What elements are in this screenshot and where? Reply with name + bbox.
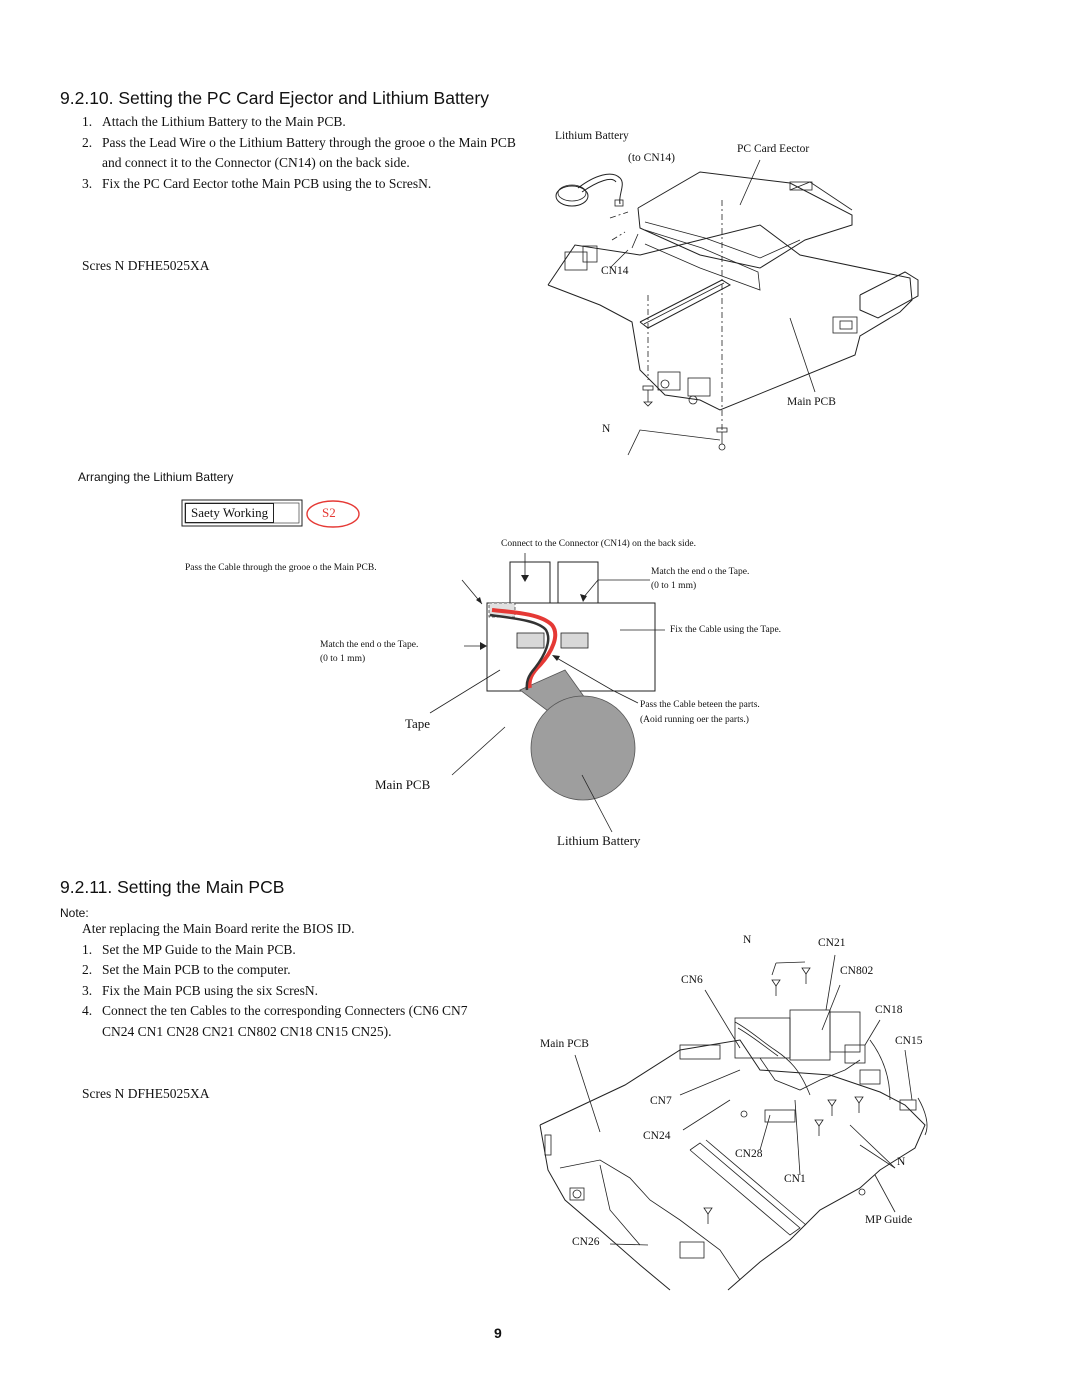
steps-list-1: 1.Attach the Lithium Battery to the Main… <box>82 112 522 194</box>
fig2-label-cn21: CN21 <box>818 937 846 949</box>
fig1-label-cn14: CN14 <box>601 265 629 277</box>
callout-fix-cable: Fix the Cable using the Tape. <box>670 625 782 635</box>
callout-main-pcb: Main PCB <box>375 777 431 792</box>
safety-code: S2 <box>322 505 336 520</box>
step-item: 2.Pass the Lead Wire o the Lithium Batte… <box>82 134 516 171</box>
fig1-label-pc-card-ejector: PC Card Eector <box>737 143 810 155</box>
step-item: 1.Set the MP Guide to the Main PCB. <box>82 941 296 957</box>
note-text: Ater replacing the Main Board rerite the… <box>82 921 355 936</box>
fig1-label-n: N <box>602 423 611 435</box>
fig2-label-n-right: N <box>897 1156 906 1168</box>
step-item: 1.Attach the Lithium Battery to the Main… <box>82 114 346 129</box>
step-item: 3.Fix the PC Card Eector tothe Main PCB … <box>82 175 432 191</box>
note-label: Note: <box>60 906 89 920</box>
fig2-label-cn6: CN6 <box>681 974 703 986</box>
step-item: 4.Connect the ten Cables to the correspo… <box>82 1003 468 1039</box>
callout-pass-between-1: Pass the Cable beteen the parts. <box>640 700 760 710</box>
steps-list-2: Ater replacing the Main Board rerite the… <box>82 919 522 1042</box>
step-item: 3.Fix the Main PCB using the six ScresN. <box>82 982 319 998</box>
fig2-label-cn28: CN28 <box>735 1148 763 1160</box>
callout-connect: Connect to the Connector (CN14) on the b… <box>501 539 696 549</box>
fig2-label-n-top: N <box>743 934 752 946</box>
arranging-title: Arranging the Lithium Battery <box>78 470 234 484</box>
fig1-label-lithium-battery: Lithium Battery <box>555 130 629 142</box>
fig2-label-cn26: CN26 <box>572 1236 600 1248</box>
callout-match-left-1: Match the end o the Tape. <box>320 640 419 650</box>
step-item: 2.Set the Main PCB to the computer. <box>82 962 291 977</box>
fig2-label-cn15: CN15 <box>895 1035 923 1047</box>
screw-note-1: Scres N DFHE5025XA <box>82 258 210 273</box>
fig2-label-mp-guide: MP Guide <box>865 1214 913 1226</box>
fig2-label-cn802: CN802 <box>840 965 874 977</box>
callout-match-right-2: (0 to 1 mm) <box>651 581 697 591</box>
section-title-pc-card-ejector: 9.2.10. Setting the PC Card Ejector and … <box>60 88 489 108</box>
fig2-label-cn7: CN7 <box>650 1095 672 1107</box>
callout-pass-between-2: (Aoid running oer the parts.) <box>640 715 749 725</box>
screw-note-2: Scres N DFHE5025XA <box>82 1086 210 1101</box>
fig2-label-cn18: CN18 <box>875 1004 903 1016</box>
callout-lithium-battery: Lithium Battery <box>557 833 641 848</box>
fig2-label-cn1: CN1 <box>784 1173 806 1185</box>
fig1-label-main-pcb: Main PCB <box>787 396 836 408</box>
section-title-main-pcb: 9.2.11. Setting the Main PCB <box>60 877 285 897</box>
callout-pass-groove: Pass the Cable through the grooe o the M… <box>185 563 377 573</box>
callout-match-right-1: Match the end o the Tape. <box>651 567 750 577</box>
callout-tape: Tape <box>405 716 431 731</box>
fig1-label-to-cn14: (to CN14) <box>628 152 675 164</box>
callout-match-left-2: (0 to 1 mm) <box>320 654 366 664</box>
page-number: 9 <box>494 1325 502 1341</box>
fig2-label-cn24: CN24 <box>643 1130 671 1142</box>
fig2-label-main-pcb: Main PCB <box>540 1038 589 1050</box>
